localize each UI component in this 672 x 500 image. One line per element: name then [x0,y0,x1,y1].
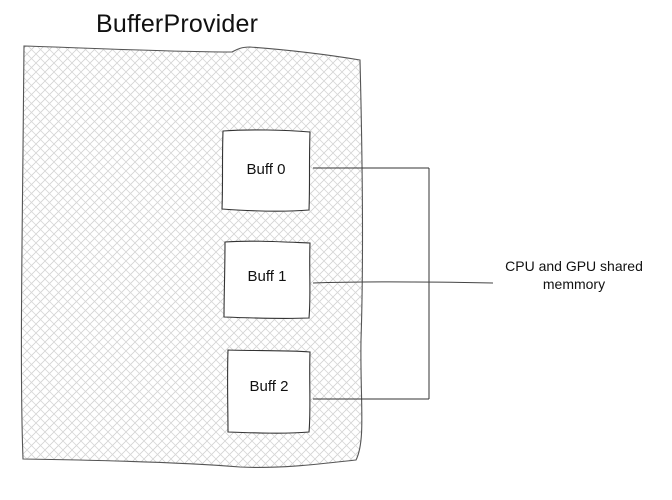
buff-0-label: Buff 0 [246,161,286,178]
buff-2-box [227,349,311,434]
buff-2-label: Buff 2 [249,378,289,395]
shared-memory-annotation: CPU and GPU shared memmory [486,257,662,293]
buff-0-box [221,129,311,212]
buff-1-label: Buff 1 [247,268,287,285]
annotation-line-2: memmory [542,276,606,292]
buff-1-box [223,240,311,319]
annotation-line-1: CPU and GPU shared [505,258,643,274]
buffer-provider-container [20,45,364,468]
diagram-title: BufferProvider [96,10,259,38]
buff-1-connector [312,281,494,284]
